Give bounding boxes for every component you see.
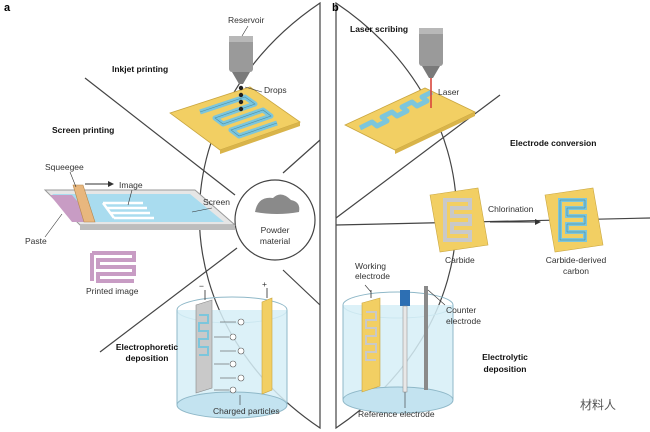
screen-label: Screen [203, 197, 230, 207]
carbide-derived-carbon-electrode [544, 187, 604, 253]
screen-printing-title: Screen printing [52, 125, 115, 135]
screen-printing-illustration [43, 171, 237, 283]
electrophoretic-title-2: deposition [125, 353, 169, 363]
carbide-electrode [429, 187, 489, 253]
chlorination-arrowhead [535, 219, 541, 225]
panel-a-letter: a [4, 2, 11, 14]
printed-image-pattern [90, 251, 136, 283]
electrophoretic-title-1: Electrophoretic [115, 342, 179, 352]
counter-electrode-label-1: Counter [446, 305, 477, 315]
inkjet-illustration [169, 25, 301, 154]
panel-b-letter: b [332, 2, 339, 14]
drops-label: Drops [264, 85, 287, 95]
powder-label-2: material [259, 236, 291, 246]
laser-label: Laser [438, 87, 460, 97]
electrode-conversion-title: Electrode conversion [510, 138, 597, 148]
powder-material-icon [255, 194, 300, 214]
working-electrode-label-1: Working [355, 261, 387, 271]
cdc-label-2: carbon [563, 266, 589, 276]
electrolytic-title-2: deposition [483, 364, 527, 374]
inkjet-printing-title: Inkjet printing [112, 64, 169, 74]
electrolytic-illustration [342, 284, 454, 414]
laser-scribing-illustration [344, 28, 476, 154]
minus-sign: − [199, 281, 204, 291]
electrolytic-title-1: Electrolytic [482, 352, 528, 362]
counter-electrode-label-2: electrode [446, 316, 481, 326]
cdc-label-1: Carbide-derived [545, 255, 607, 265]
printed-image-label: Printed image [86, 286, 139, 296]
carbide-label: Carbide [445, 255, 475, 265]
electrophoretic-illustration [176, 288, 288, 419]
squeegee-label: Squeegee [45, 162, 84, 172]
chlorination-label: Chlorination [488, 204, 534, 214]
paste-label: Paste [25, 236, 47, 246]
laser-scribing-title: Laser scribing [350, 24, 409, 34]
working-electrode-label-2: electrode [355, 271, 390, 281]
plus-sign: + [262, 279, 267, 289]
reservoir-label: Reservoir [228, 15, 265, 25]
image-label: Image [119, 180, 143, 190]
charged-particles-label: Charged particles [213, 406, 280, 416]
reference-electrode-label: Reference electrode [358, 409, 435, 419]
watermark-text: 材料人 [580, 398, 617, 412]
powder-label-1: Powder [260, 225, 290, 235]
